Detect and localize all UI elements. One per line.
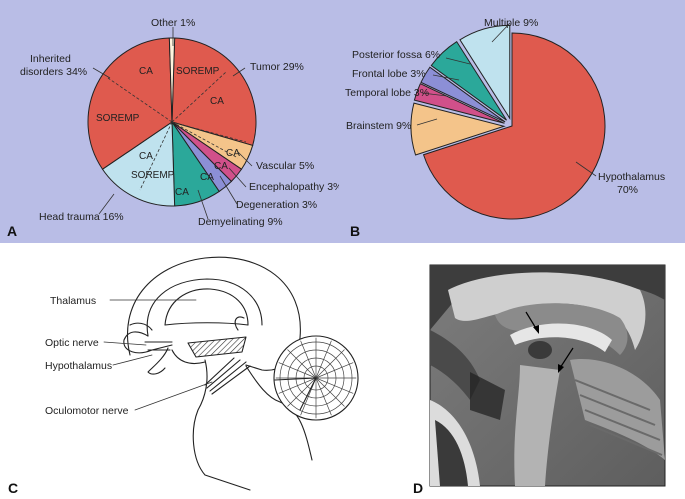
label-thalamus: Thalamus: [50, 295, 96, 307]
slice-brainstem: [410, 102, 506, 156]
leader-line: [575, 161, 597, 177]
cerebellum-ring: [303, 365, 329, 391]
panel-b: Multiple 9% Posterior fossa 6% Frontal l…: [339, 0, 685, 243]
cerebellum-ring: [287, 349, 345, 407]
label-optic-nerve: Optic nerve: [45, 337, 99, 349]
leader-line: [421, 92, 448, 97]
dashed-line: [139, 121, 173, 191]
leader-line: [432, 74, 460, 81]
slice-tumor: [171, 37, 257, 147]
mri-anatomy: [430, 265, 665, 486]
cerebellum-ring: [295, 357, 337, 399]
panel-letter-a: A: [7, 223, 17, 239]
segment-label-ca: CA: [139, 151, 153, 162]
cerebellum-folia: [275, 337, 357, 419]
panel-letter-b: B: [350, 223, 360, 239]
leader-line: [236, 150, 253, 167]
slice-posterior-fossa: [430, 40, 507, 121]
dashed-line: [171, 121, 239, 159]
leader-line: [112, 354, 153, 366]
segment-label-ca: CA: [175, 187, 189, 198]
label-demyelinating: Demyelinating 9%: [198, 216, 283, 228]
slice-head-trauma: [101, 121, 176, 207]
panel-a: CA SOREMP SOREMP CA CA SOREMP CA CA CA C…: [0, 0, 342, 243]
leader-line: [197, 189, 209, 220]
leader-line: [491, 22, 511, 43]
panel-d: [429, 264, 666, 487]
pie-a-dashed-lines: [107, 71, 247, 191]
label-hypothalamus-c: Hypothalamus: [45, 360, 112, 372]
pie-b: [410, 24, 606, 220]
slice-multiple: [459, 24, 511, 121]
label-hypothalamus-pct: 70%: [617, 184, 638, 196]
label-brainstem: Brainstem 9%: [346, 120, 411, 132]
label-vascular: Vascular 5%: [256, 160, 314, 172]
dashed-line: [107, 77, 173, 123]
dashed-line: [171, 121, 247, 143]
label-posterior-fossa: Posterior fossa 6%: [352, 49, 440, 61]
panel-c: [103, 256, 359, 491]
leader-line: [228, 167, 247, 188]
slice-temporal-lobe: [413, 83, 505, 124]
leader-line: [416, 118, 438, 126]
label-temporal-lobe: Temporal lobe 3%: [345, 87, 429, 99]
segment-label-ca: CA: [226, 148, 240, 159]
dashed-line: [171, 71, 227, 123]
leader-line: [103, 341, 147, 346]
label-multiple: Multiple 9%: [484, 17, 538, 29]
leader-line: [134, 381, 213, 411]
cerebellum-ring: [279, 341, 353, 415]
pie-a: [87, 37, 257, 207]
arrow-icon: [558, 347, 574, 373]
panel-letter-d: D: [413, 480, 423, 496]
leader-line: [92, 67, 111, 79]
label-frontal-lobe: Frontal lobe 3%: [352, 68, 426, 80]
leader-line: [232, 67, 246, 77]
leader-line: [219, 175, 238, 205]
label-head-trauma: Head trauma 16%: [39, 211, 124, 223]
leader-line: [98, 193, 115, 215]
label-inherited: Inherited: [30, 53, 71, 65]
label-oculomotor-nerve: Oculomotor nerve: [45, 405, 129, 417]
slice-hypothalamus: [422, 32, 606, 220]
label-encephalopathy: Encephalopathy 3%: [249, 181, 342, 193]
brain-sagittal-drawing: [123, 256, 359, 491]
segment-label-ca: CA: [214, 161, 228, 172]
segment-label-soremp: SOREMP: [96, 113, 140, 124]
label-other: Other 1%: [151, 17, 195, 29]
leader-line: [445, 57, 471, 65]
slice-frontal-lobe: [420, 66, 506, 123]
label-degeneration: Degeneration 3%: [236, 199, 317, 211]
panel-letter-c: C: [8, 480, 18, 496]
arrow-icon: [525, 311, 539, 334]
segment-label-ca: CA: [200, 172, 214, 183]
segment-label-soremp: SOREMP: [131, 170, 175, 181]
slice-other: [168, 37, 176, 123]
label-tumor: Tumor 29%: [250, 61, 304, 73]
segment-label-ca: CA: [210, 96, 224, 107]
segment-label-soremp: SOREMP: [176, 66, 220, 77]
segment-label-ca: CA: [139, 66, 153, 77]
label-hypothalamus: Hypothalamus: [598, 171, 665, 183]
slice-inherited: [87, 37, 173, 170]
label-inherited-pct: disorders 34%: [20, 66, 87, 78]
